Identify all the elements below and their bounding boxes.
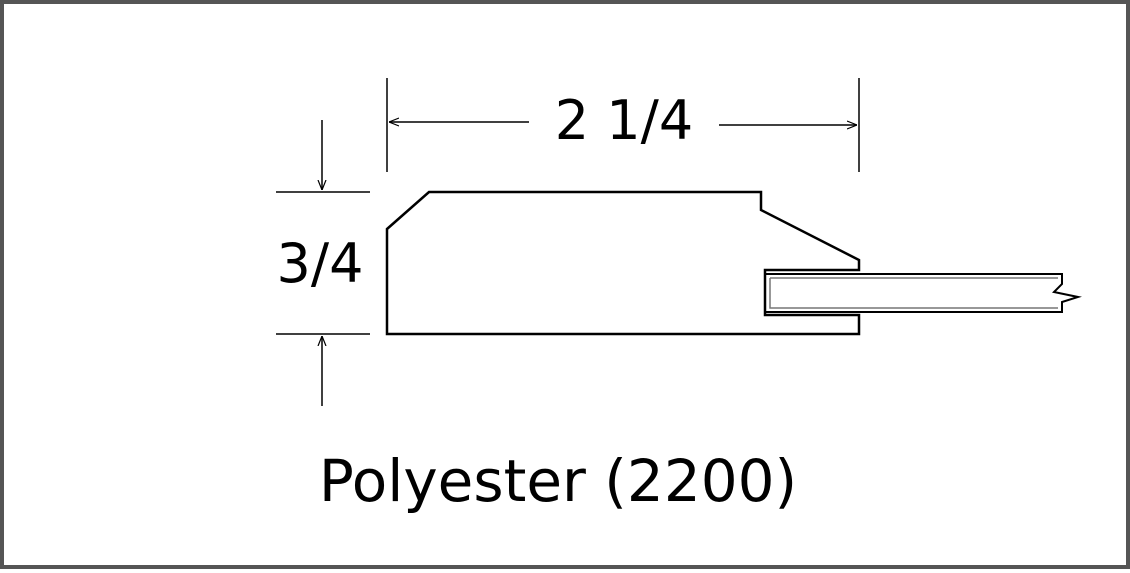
height-label: 3/4 [277,232,364,295]
panel-inner-line [769,277,1058,309]
panel-outline [765,273,1082,313]
profile-drawing: 2 1/4 3/4 Polyester (2200) [276,78,1082,515]
width-label: 2 1/4 [555,89,693,152]
frame-profile-outline [385,190,861,336]
width-dimension: 2 1/4 [386,78,860,172]
height-dimension: 3/4 [276,120,370,406]
panel-insert [765,273,1082,313]
profile-caption: Polyester (2200) [319,447,797,515]
